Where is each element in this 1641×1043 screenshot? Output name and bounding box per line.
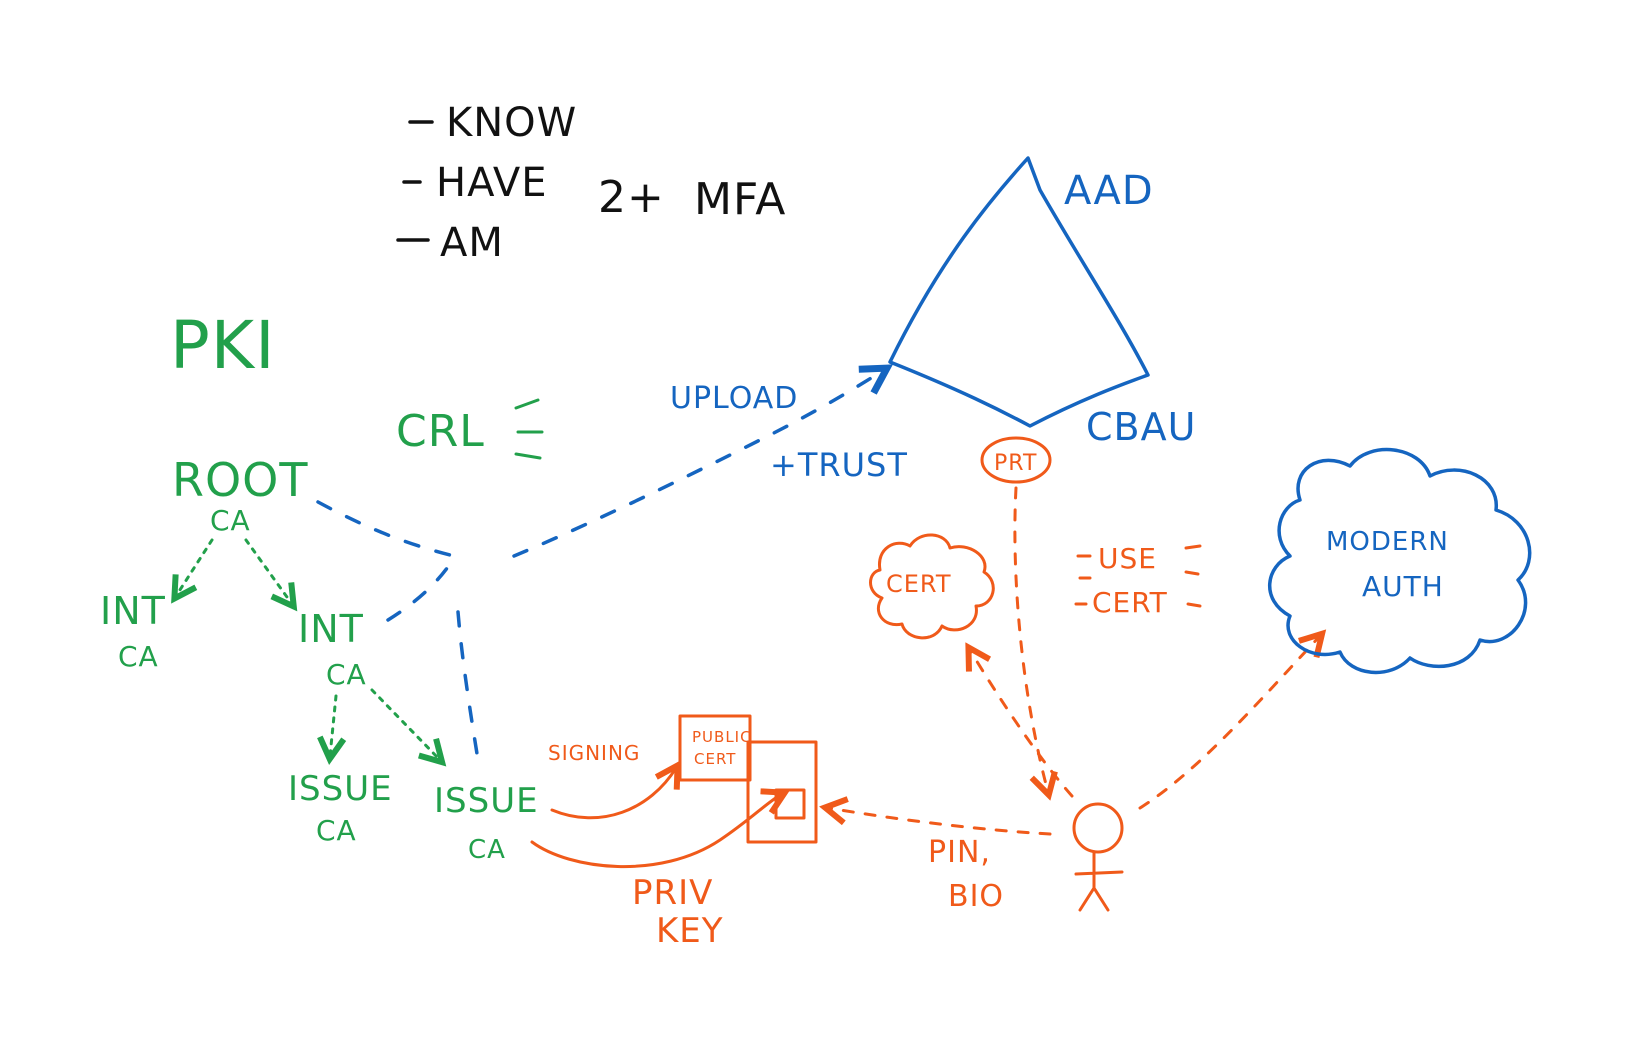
trust-label: +TRUST: [770, 446, 908, 484]
use-cert-emphasis-marks: [1074, 544, 1202, 608]
priv-label: PRIV: [632, 873, 713, 913]
upload-label: UPLOAD: [670, 381, 798, 416]
key-label: KEY: [656, 911, 724, 951]
int-upload-link: [386, 556, 456, 622]
int-ca-mid-sub: CA: [326, 658, 367, 691]
pki-group: PKI CRL ROOT CA INT CA INT CA ISSUE CA I…: [100, 307, 544, 865]
int-ca-left-sub: CA: [118, 640, 159, 673]
root-to-int-mid-arrow: [244, 538, 292, 604]
factor-count: 2+: [598, 172, 665, 223]
prt-bubble: [980, 436, 1052, 484]
crl-label: CRL: [396, 406, 485, 457]
root-to-int-left-arrow: [176, 538, 214, 596]
modern-auth-label: AUTH: [1362, 570, 1444, 603]
bio-label: BIO: [948, 879, 1004, 914]
user-figure: [1072, 802, 1124, 912]
int-ca-mid-label: INT: [298, 607, 364, 651]
issue-ca-right-sub: CA: [468, 835, 506, 865]
ca-upload-links: [316, 500, 480, 762]
aad-group: AAD CBAU UPLOAD +TRUST: [512, 156, 1196, 558]
int-to-issue-left-arrow: [330, 694, 336, 756]
mfa-factors-group: KNOW HAVE AM 2+ MFA: [396, 100, 786, 266]
pin-bio-arrow: [828, 808, 1052, 836]
modern-auth-cloud: [1268, 447, 1532, 675]
root-ca-sub: CA: [210, 504, 251, 537]
prt-to-user-arrow: [1013, 486, 1048, 792]
factor-have: HAVE: [436, 160, 548, 206]
device-group: SIGNING PUBLIC CERT PRIV KEY PIN, BIO: [530, 714, 1052, 951]
modern-label: MODERN: [1326, 527, 1449, 557]
issue-ca-left-label: ISSUE: [288, 769, 393, 809]
upload-trust-arrow: [512, 370, 884, 558]
priv-key-arrow: [530, 794, 782, 869]
pin-label: PIN,: [928, 835, 991, 870]
aad-triangle: [888, 156, 1150, 428]
public-cert-label-1: PUBLIC: [692, 728, 752, 746]
public-cert-box: [678, 714, 752, 782]
pki-title: PKI: [170, 307, 276, 384]
mfa-label: MFA: [694, 174, 786, 225]
public-cert-label-2: CERT: [694, 750, 736, 768]
factor-know: KNOW: [446, 100, 577, 146]
user-head: [1072, 802, 1124, 854]
use-label: USE: [1098, 542, 1157, 575]
issue-ca-right-label: ISSUE: [434, 781, 539, 821]
factor-am: AM: [440, 220, 504, 266]
cert-cloud-label: CERT: [886, 570, 952, 598]
signing-label: SIGNING: [548, 741, 640, 765]
crl-list-marks: [514, 398, 544, 460]
signing-arrow: [550, 768, 676, 820]
cert-cloud: [869, 533, 995, 640]
device-box: [746, 740, 818, 844]
user-to-cert-arrow: [970, 650, 1074, 798]
issue-ca-left-sub: CA: [316, 814, 357, 847]
user-to-modern-auth-arrow: [1138, 636, 1320, 810]
use-cert-label: CERT: [1092, 586, 1168, 619]
auth-group: PRT CERT USE CERT MODERN AUTH: [869, 436, 1532, 810]
issue-upload-link: [456, 610, 480, 762]
int-to-issue-right-arrow: [370, 688, 440, 760]
user-body: [1074, 850, 1124, 912]
aad-label: AAD: [1064, 168, 1154, 214]
root-upload-link: [316, 500, 456, 558]
cbau-label: CBAU: [1086, 405, 1196, 449]
prt-label: PRT: [994, 451, 1037, 476]
root-ca-label: ROOT: [172, 453, 308, 507]
int-ca-left-label: INT: [100, 589, 166, 633]
